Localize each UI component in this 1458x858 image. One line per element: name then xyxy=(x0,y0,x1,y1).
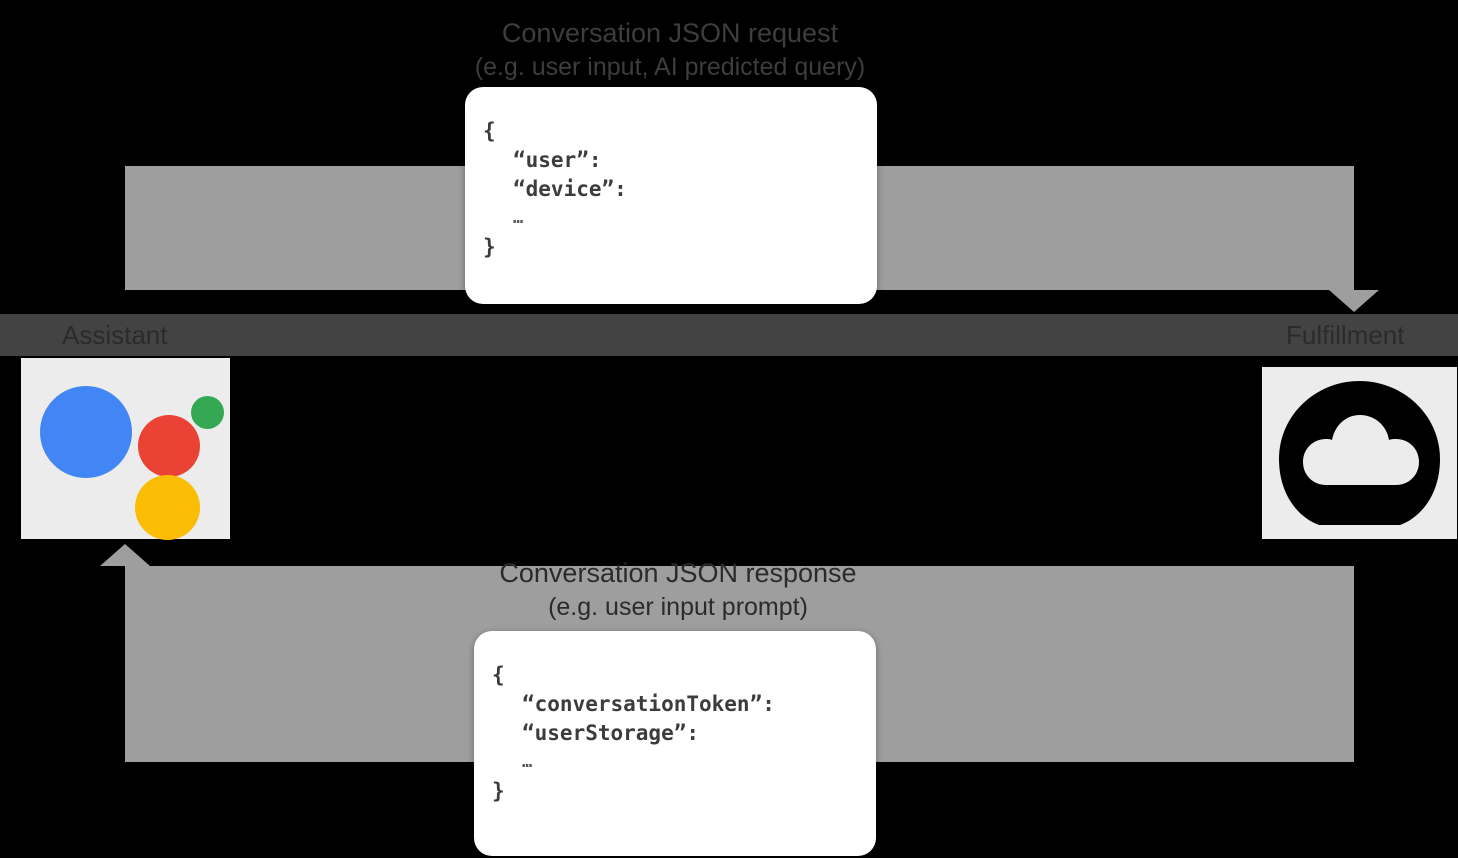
request-json-bubble: { “user”: “device”: … } xyxy=(465,87,877,304)
json-ellipsis: … xyxy=(522,752,533,772)
request-caption-subtitle: (e.g. user input, AI predicted query) xyxy=(474,53,866,81)
assistant-node-label: Assistant xyxy=(62,320,168,350)
assistant-red-dot-icon xyxy=(138,415,200,477)
response-caption-title: Conversation JSON response xyxy=(499,558,857,588)
json-close-brace: } xyxy=(492,779,505,803)
fulfillment-node-label: Fulfillment xyxy=(1286,320,1405,350)
request-arrowhead-icon xyxy=(1329,290,1379,312)
assistant-blue-dot-icon xyxy=(40,386,132,478)
response-json-bubble: { “conversationToken”: “userStorage”: … … xyxy=(474,631,876,856)
assistant-green-dot-icon xyxy=(191,396,224,429)
request-caption-title: Conversation JSON request xyxy=(501,18,839,48)
response-caption-subtitle: (e.g. user input prompt) xyxy=(548,593,808,621)
json-key-device: “device”: xyxy=(513,177,627,201)
response-caption: Conversation JSON response (e.g. user in… xyxy=(0,556,1356,624)
json-open-brace: { xyxy=(492,663,505,687)
request-caption: Conversation JSON request (e.g. user inp… xyxy=(0,16,1340,84)
google-assistant-logo-icon xyxy=(21,358,230,540)
response-arrowhead-icon xyxy=(100,544,150,566)
json-ellipsis: … xyxy=(513,208,524,228)
json-key-conversation-token: “conversationToken”: xyxy=(522,692,775,716)
assistant-yellow-dot-icon xyxy=(135,475,200,540)
cloud-icon xyxy=(1262,367,1457,539)
node-label-band xyxy=(0,314,1458,356)
json-open-brace: { xyxy=(483,119,496,143)
json-close-brace: } xyxy=(483,235,496,259)
json-key-user-storage: “userStorage”: xyxy=(522,721,700,745)
json-key-user: “user”: xyxy=(513,148,602,172)
